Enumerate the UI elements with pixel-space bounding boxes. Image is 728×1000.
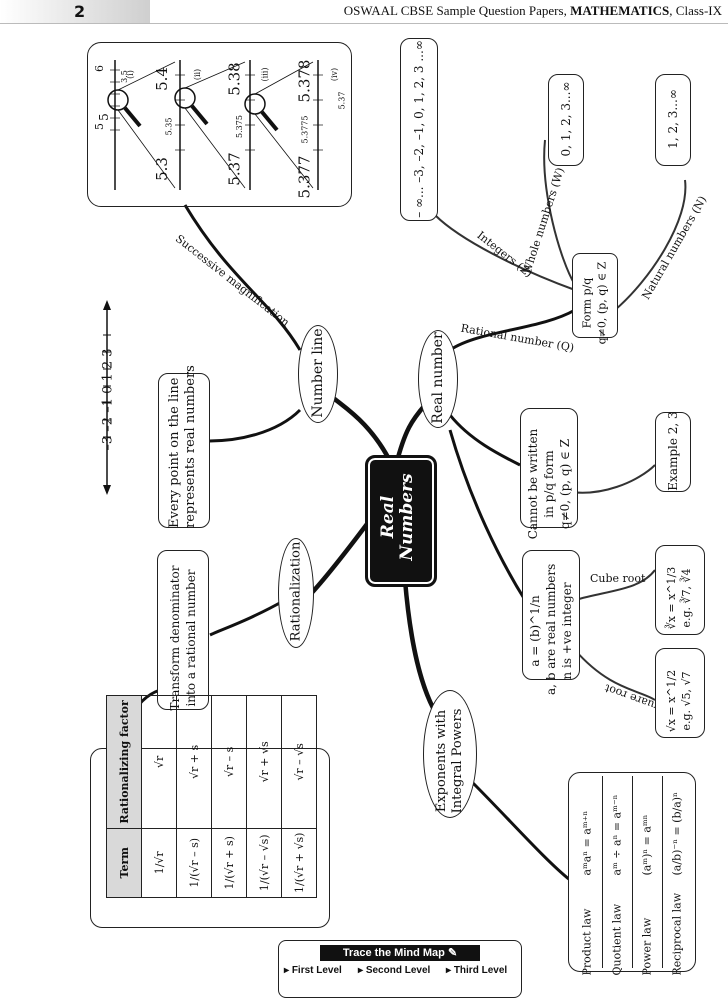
- center-node: [365, 455, 437, 587]
- law-name: Product law: [580, 908, 594, 976]
- irrational-box: [520, 408, 578, 528]
- mag-label-5-377: 5.377: [295, 155, 314, 199]
- rationalization-label: Rationalization: [288, 541, 304, 642]
- branch-transform: [209, 598, 286, 637]
- branch-successive: [183, 204, 302, 351]
- legend-first: ▸ First Level: [284, 965, 342, 976]
- laws-list: Product law aᵐaⁿ = aᵐ⁺ⁿ Quotient law aᵐ …: [572, 776, 692, 976]
- law-name: Reciprocal law: [670, 892, 684, 976]
- natural-set-text: 1, 2, 3...∞: [666, 89, 680, 149]
- header-subject: MATHEMATICS: [570, 3, 670, 18]
- whole-set-box: [548, 74, 584, 166]
- roman-iii: (iii): [260, 67, 270, 82]
- square-root-box: [655, 648, 705, 738]
- mag-label-5-35: 5.35: [164, 117, 174, 136]
- page-number-background: [0, 0, 150, 24]
- example-text: Example 2, 3: [666, 411, 680, 491]
- rationalizing-table: Term Rationalizing factor 1/√r√r 1/(√r –…: [106, 690, 317, 898]
- roman-i: (i): [125, 70, 135, 79]
- mag-label-5-375: 5.375: [234, 115, 244, 138]
- law-column-2: [602, 776, 633, 968]
- form-pq-box: [572, 253, 618, 338]
- branch-cube-root: [574, 569, 656, 601]
- running-header: OSWAAL CBSE Sample Question Papers, MATH…: [344, 3, 722, 19]
- integers-set-text: – ∞... –3, –2, –1, 0, 1, 2, 3 ...∞: [412, 40, 426, 218]
- table-row: 1/√r√r: [141, 695, 177, 898]
- law-name: Power law: [640, 917, 654, 976]
- law-formula: aᵐaⁿ = aᵐ⁺ⁿ: [580, 810, 594, 876]
- number-line-label: Number line: [310, 328, 326, 418]
- branch-integers: [434, 214, 576, 291]
- whole-set-text: 0, 1, 2, 3...∞: [559, 81, 573, 157]
- transform-box: [157, 550, 209, 710]
- pen-icon: ✎: [447, 947, 458, 959]
- law-name: Quotient law: [610, 903, 624, 976]
- branch-exponent-box: [448, 429, 527, 601]
- mag-label-5-378: 5.378: [295, 59, 314, 103]
- exponent-definition-box: [522, 550, 580, 680]
- branch-whole: [543, 139, 576, 286]
- mag-label-5-38: 5.38: [225, 62, 244, 96]
- integers-set-box: [400, 38, 438, 221]
- real-number-label: Real number: [430, 332, 446, 424]
- law-column-3: [632, 776, 663, 968]
- natural-set-box: [655, 74, 691, 166]
- branch-natural: [614, 179, 687, 311]
- mag-label-5-left: 5: [93, 123, 106, 130]
- branch-irrational: [448, 414, 521, 467]
- real-number-node: [418, 330, 458, 428]
- roman-iv: (iv): [330, 67, 340, 82]
- table-header-term: Term: [106, 828, 142, 898]
- law-column-1: [572, 776, 603, 968]
- legend-second: ▸ Second Level: [358, 965, 431, 976]
- magnification-rulers: [107, 60, 319, 190]
- mag-label-6: 6: [93, 65, 106, 72]
- table-row: 1/(√r + s)√r – s: [211, 695, 247, 898]
- branch-rational: [449, 308, 576, 352]
- branch-rationalization: [303, 518, 372, 602]
- exponents-node: [423, 690, 477, 818]
- number-line-node: [298, 325, 338, 423]
- page-number: 2: [74, 2, 86, 21]
- table-row: 1/(√r – √s)√r + √s: [246, 695, 282, 898]
- header-rule: [0, 23, 728, 24]
- mag-label-5-37: 5.37: [225, 152, 244, 186]
- legend-third: ▸ Third Level: [446, 965, 508, 976]
- example-box: [655, 412, 691, 492]
- law-formula: (aᵐ)ⁿ = aᵐⁿ: [640, 814, 654, 876]
- legend-title: Trace the Mind Map ✎: [320, 945, 480, 961]
- branch-square-root: [574, 649, 656, 701]
- number-line-ticks: –3 –2 –1 0 1 2 3: [100, 348, 116, 451]
- cube-root-label: Cube root: [590, 572, 646, 585]
- cube-root-box: [655, 545, 705, 635]
- table-header-factor: Rationalizing factor: [106, 695, 142, 829]
- table-row: 1/(√r – s)√r + s: [176, 695, 212, 898]
- mag-label-5-3: 5.3: [152, 157, 171, 181]
- law-formula: aᵐ ÷ aⁿ = aᵐ⁻ⁿ: [610, 794, 624, 876]
- table-row: 1/(√r + √s)√r – √s: [281, 695, 317, 898]
- mag-label-5-3775: 5.3775: [300, 115, 310, 144]
- successive-magnification-box: [87, 42, 352, 207]
- mag-label-5-37-arrow: 5.37: [337, 91, 347, 110]
- mag-label-5: 5: [96, 113, 111, 121]
- header-class: , Class-IX: [669, 3, 722, 18]
- branch-laws: [468, 778, 571, 882]
- mag-label-5-4: 5.4: [152, 67, 171, 91]
- rationalization-node: [278, 538, 314, 648]
- law-formula: (a/b)⁻ⁿ = (b/a)ⁿ: [670, 792, 684, 876]
- roman-ii: (ii): [193, 68, 203, 81]
- header-prefix: OSWAAL CBSE Sample Question Papers,: [343, 3, 571, 18]
- every-point-box: [158, 373, 210, 528]
